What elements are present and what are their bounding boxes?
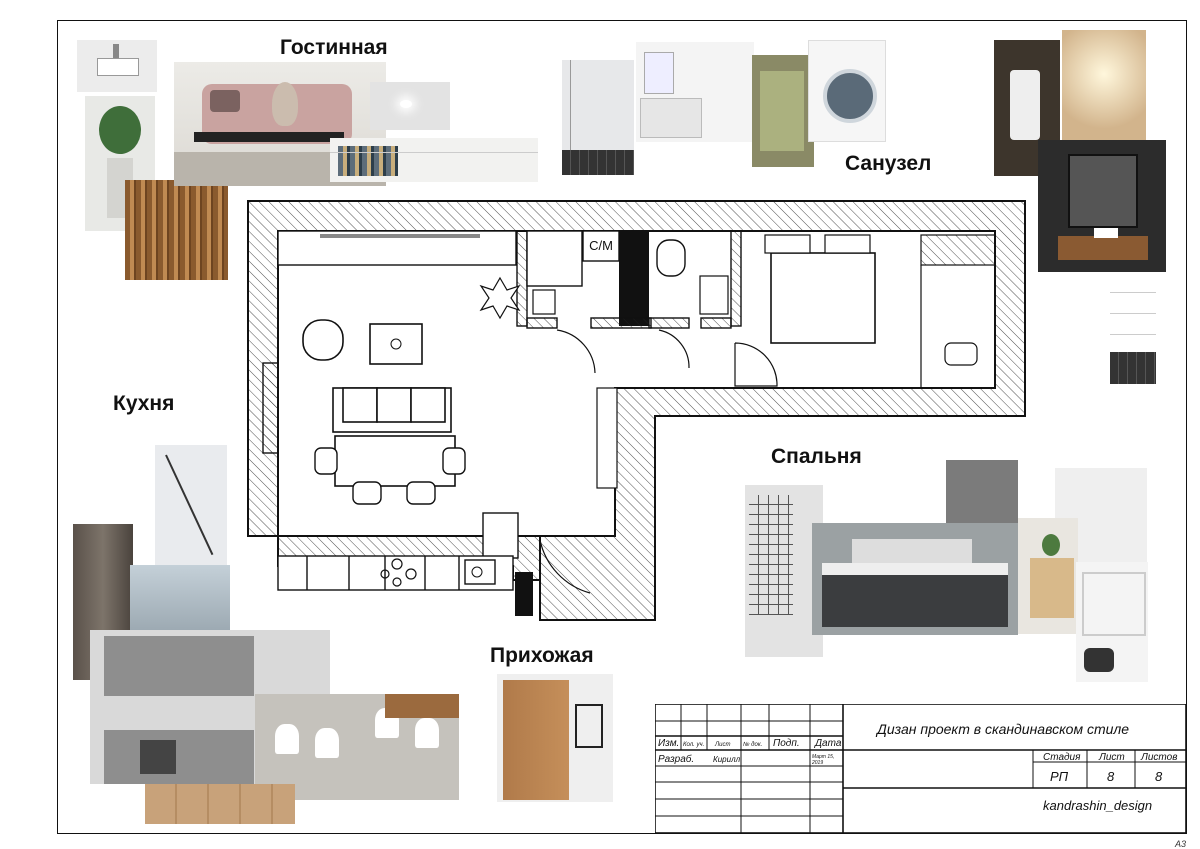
tv-stand-photo — [330, 138, 538, 182]
room-title-bedroom: Спальня — [771, 445, 862, 468]
bathtub — [526, 230, 583, 287]
sink-drain — [471, 566, 483, 578]
bath2-door-swing — [658, 329, 690, 369]
stamp-stage-label: Стадия — [1043, 752, 1081, 763]
window-wall — [262, 362, 279, 454]
partition-wall — [700, 317, 732, 329]
sink-2 — [699, 275, 729, 315]
stamp-sheet-value: 8 — [1107, 769, 1115, 784]
dining-chairs-photo — [255, 694, 459, 800]
fridge — [482, 512, 519, 559]
floor-plan: С/М — [247, 200, 1026, 621]
stamp-razrab-name: Кирилл — [713, 755, 741, 764]
partition-wall — [590, 317, 652, 329]
cooktop — [380, 558, 417, 587]
coffee-table — [369, 323, 423, 365]
room-title-kitchen: Кухня — [113, 392, 175, 415]
concrete-tile-photo — [946, 460, 1018, 526]
wood-slat-photo — [125, 180, 228, 280]
stamp-header-data: Дата — [814, 738, 842, 749]
wood-floor-photo — [145, 784, 295, 824]
stamp-sheets-value: 8 — [1155, 769, 1163, 784]
toilet-photo — [994, 40, 1060, 176]
partition-wall — [526, 317, 558, 329]
partition-wall — [648, 317, 690, 329]
mosaic-photo — [130, 565, 230, 635]
stamp-sheets-label: Листов — [1140, 752, 1177, 763]
bath1-door-swing — [556, 329, 596, 374]
sink-1 — [532, 289, 556, 315]
bedroom-door-swing — [734, 342, 778, 387]
stamp-date-line2: 2019 — [811, 760, 823, 766]
stamp-header-list: Лист — [714, 742, 730, 748]
stamp-header-kol: Кол. уч. — [683, 742, 704, 748]
room-title-bathroom: Санузел — [845, 152, 932, 175]
bathroom-mirror-photo — [1038, 140, 1166, 272]
bedroom-wardrobe — [920, 234, 996, 266]
wardrobe-photo — [497, 674, 613, 802]
stamp-author: kandrashin_design — [1043, 798, 1152, 813]
pendant-lights-photo — [1062, 30, 1146, 140]
hall-wardrobe — [596, 387, 618, 489]
dining-table — [334, 435, 456, 487]
room-title-living: Гостинная — [280, 36, 388, 59]
toilet — [656, 239, 686, 277]
drawing-frame: А3 — [57, 20, 1187, 849]
stamp-header-podp: Подп. — [773, 738, 800, 749]
partition-wall — [730, 230, 742, 327]
projector-photo — [77, 40, 157, 92]
stamp-header-izm: Изм. — [658, 738, 679, 749]
partition-wall — [619, 231, 649, 326]
sink — [464, 559, 496, 585]
vanity-photo — [636, 42, 754, 142]
stamp-date-line1: Март 15, — [812, 754, 834, 760]
shower-cabin-photo — [752, 55, 814, 167]
table-lamp — [390, 338, 402, 350]
project-title: Дизан проект в скандинавском стиле — [875, 721, 1129, 737]
title-block: Изм. Кол. уч. Лист № док. Подп. Дата Раз… — [655, 704, 1186, 833]
bed — [770, 252, 876, 344]
floor-plant — [479, 276, 521, 320]
partition-wall — [516, 230, 528, 327]
sheet-format: А3 — [1174, 839, 1186, 849]
nightstand-photo — [1018, 518, 1078, 634]
track-light-photo — [155, 445, 227, 567]
stamp-razrab-label: Разраб. — [658, 753, 694, 765]
room-title-hall: Прихожая — [490, 644, 594, 667]
desk-chair — [944, 342, 978, 366]
pillow — [824, 234, 871, 254]
tile-photo — [1110, 272, 1156, 384]
stamp-stage-value: РП — [1050, 769, 1069, 784]
sofa — [332, 387, 452, 433]
stamp-header-num: № док. — [743, 741, 762, 748]
washer-box — [582, 230, 620, 262]
stamp-sheet-label: Лист — [1098, 752, 1125, 763]
wall-grid-photo — [745, 485, 823, 657]
entry-wardrobe — [515, 572, 533, 616]
kitchen-counter — [277, 555, 514, 591]
pillow — [764, 234, 811, 254]
shelf-desk-photo — [1076, 562, 1148, 682]
tv — [320, 234, 480, 238]
armchair — [302, 319, 344, 361]
washer-label: С/М — [589, 238, 613, 253]
ceiling-light-photo — [370, 82, 450, 130]
entry-door-swing — [539, 539, 591, 594]
washing-machine-photo — [808, 40, 886, 142]
dining-chairs — [314, 447, 466, 505]
bedroom-photo — [812, 523, 1018, 635]
shower-photo — [562, 60, 634, 175]
